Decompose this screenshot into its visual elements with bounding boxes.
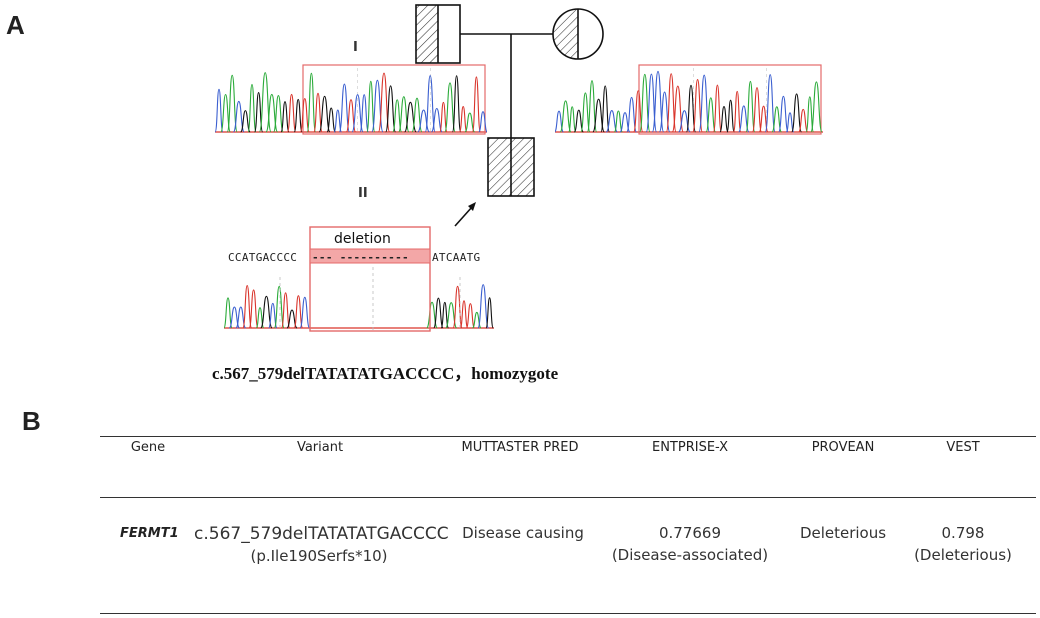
pedigree-diagram bbox=[415, 4, 604, 227]
deletion-bar bbox=[309, 248, 431, 264]
table-mid-rule bbox=[100, 497, 1036, 498]
header-gene: Gene bbox=[130, 440, 166, 455]
proband-arrow-icon bbox=[454, 202, 476, 227]
cell-variant-name: c.567_579delTATATATGACCCC bbox=[194, 524, 449, 544]
cell-vest-class: (Deleterious) bbox=[914, 546, 1012, 564]
cell-entprise-score: 0.77669 bbox=[658, 524, 722, 542]
panel-a-label: A bbox=[6, 10, 25, 40]
pedigree-father-hatched-half bbox=[416, 5, 438, 63]
chromatogram-proband bbox=[224, 284, 494, 329]
generation-label-i: I bbox=[353, 40, 358, 55]
header-variant: Variant bbox=[296, 440, 344, 455]
deletion-highlight bbox=[279, 226, 461, 332]
variant-caption: c.567_579delTATATATGACCCC，homozygote bbox=[212, 364, 559, 383]
header-entprise: ENTPRISE-X bbox=[651, 440, 728, 455]
header-provean: PROVEAN bbox=[811, 440, 875, 455]
panel-b-label: B bbox=[22, 406, 41, 436]
cell-entprise-class: (Disease-associated) bbox=[611, 546, 769, 564]
deletion-label: deletion bbox=[334, 231, 391, 247]
cell-variant: c.567_579delTATATATGACCCC (p.Ile190Serfs… bbox=[194, 523, 449, 567]
cell-vest: 0.798 (Deleterious) bbox=[908, 522, 1018, 566]
header-vest: VEST bbox=[946, 440, 980, 455]
cell-gene: FERMT1 bbox=[120, 526, 179, 541]
table-top-rule bbox=[100, 436, 1036, 437]
cell-vest-score: 0.798 bbox=[941, 524, 985, 542]
chromatogram-mother bbox=[555, 64, 823, 135]
cell-provean: Deleterious bbox=[799, 524, 887, 542]
header-muttaster: MUTTASTER PRED bbox=[461, 440, 579, 455]
cell-muttaster: Disease causing bbox=[462, 524, 584, 542]
sequence-right: ATCAATG bbox=[432, 251, 481, 264]
sequence-gap: --- ---------- bbox=[312, 251, 409, 264]
table-bottom-rule bbox=[100, 613, 1036, 614]
cell-entprise: 0.77669 (Disease-associated) bbox=[600, 522, 780, 566]
generation-label-ii: II bbox=[358, 186, 368, 201]
sequence-left: CCATGACCCC bbox=[228, 251, 298, 264]
cell-variant-protein: (p.Ile190Serfs*10) bbox=[250, 547, 388, 565]
chromatogram-father bbox=[215, 64, 487, 135]
